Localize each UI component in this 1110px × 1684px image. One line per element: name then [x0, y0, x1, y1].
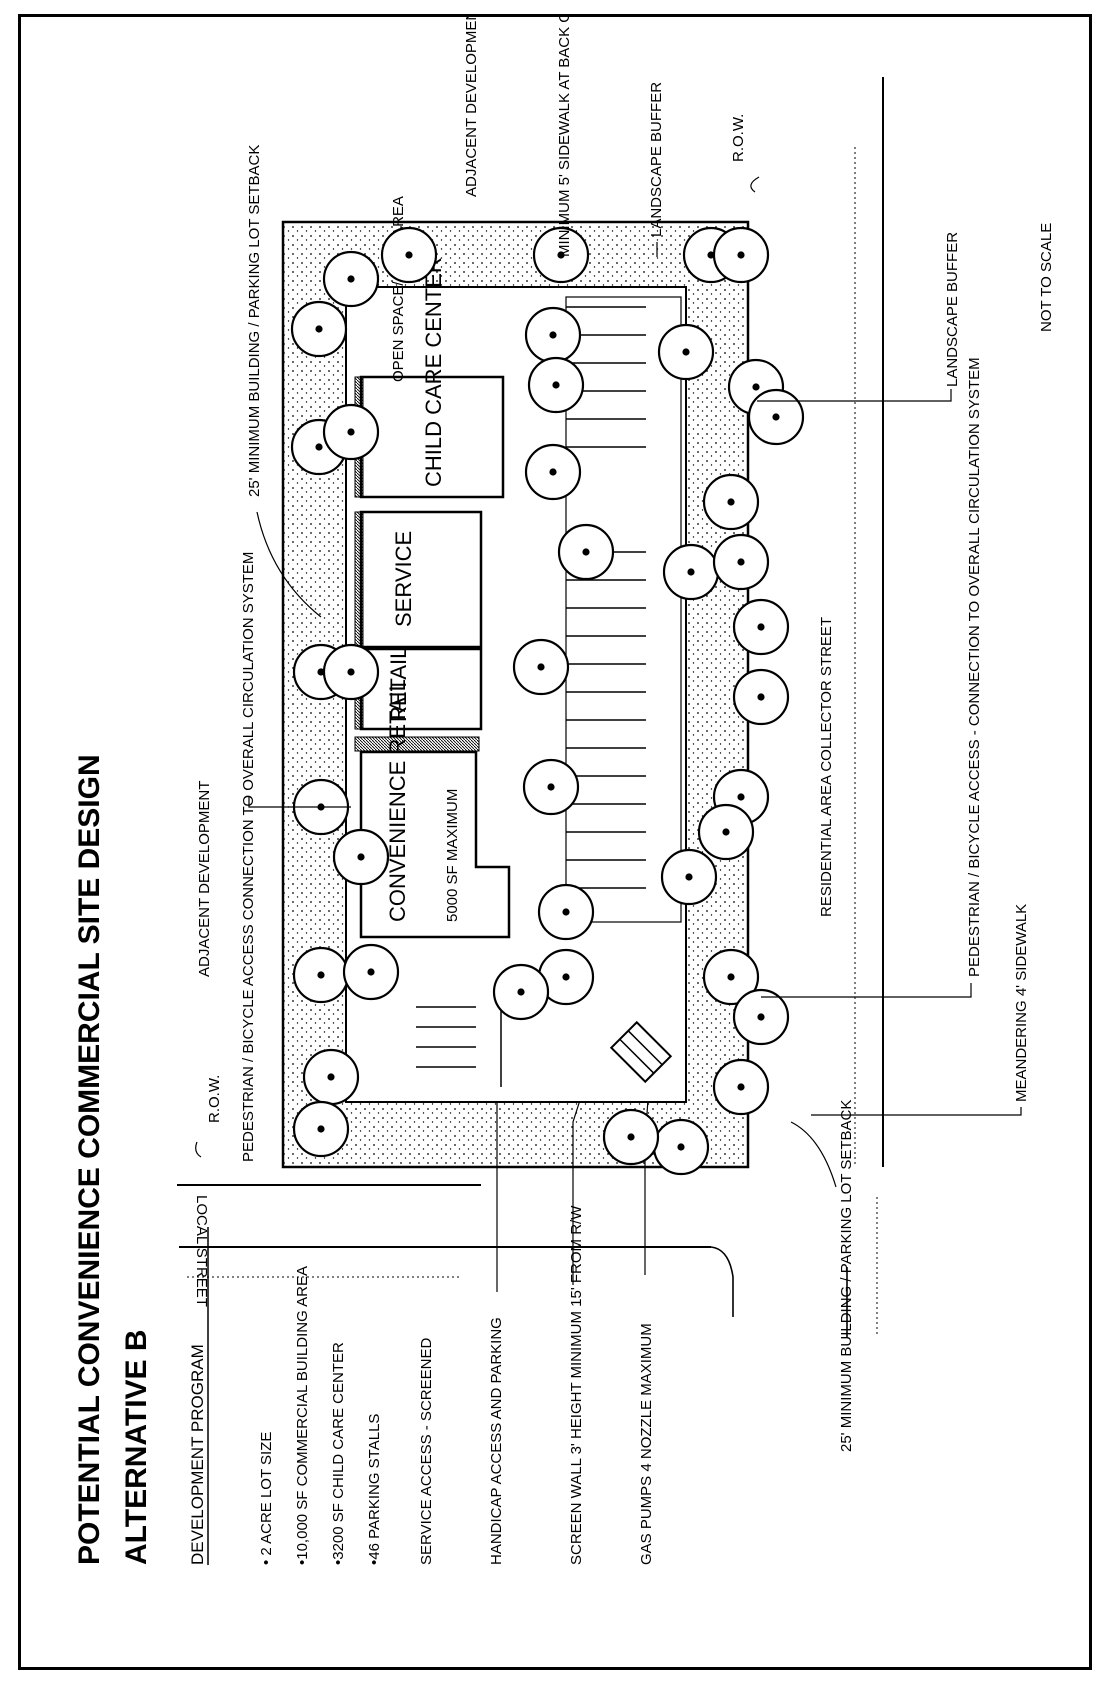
site-plan-drawing: POTENTIAL CONVENIENCE COMMERCIAL SITE DE…	[73, 17, 1055, 1565]
meandering-sidewalk: MEANDERING 4' SIDEWALK	[1013, 904, 1030, 1102]
tree-trunk	[707, 251, 715, 259]
handicap-note: HANDICAP ACCESS AND PARKING	[488, 1317, 505, 1565]
program-heading: DEVELOPMENT PROGRAM	[188, 1344, 207, 1565]
setback-bottom-label: 25' MINIMUM BUILDING / PARKING LOT SETBA…	[838, 1100, 855, 1452]
landscape-trees	[290, 226, 805, 1176]
open-space-area: OPEN SPACE/ PLAY AREA	[390, 196, 407, 382]
tree-trunk	[327, 1073, 335, 1081]
local-street-label: LOCAL STREET	[193, 1195, 210, 1307]
page-subtitle: ALTERNATIVE B	[120, 1329, 153, 1565]
tree-trunk	[562, 973, 570, 981]
collector-street-label: RESIDENTIAL AREA COLLECTOR STREET	[818, 617, 835, 917]
tree-trunk	[315, 325, 323, 333]
tree-trunk	[537, 663, 545, 671]
building-convenience-label: CONVENIENCE RETAIL	[385, 679, 410, 922]
gas-pump-island	[609, 1020, 673, 1084]
tree-trunk	[677, 1143, 685, 1151]
tree-trunk	[562, 908, 570, 916]
program-item-commercial: •10,000 SF COMMERCIAL BUILDING AREA	[294, 1266, 311, 1565]
tree-trunk	[557, 251, 565, 259]
building-child-care-label: CHILD CARE CENTER	[421, 257, 446, 487]
building-service-label: SERVICE	[391, 531, 416, 627]
tree-trunk	[517, 988, 525, 996]
program-item-parking: •46 PARKING STALLS	[366, 1414, 383, 1565]
tree-trunk	[727, 498, 735, 506]
building-retail: RETAIL	[354, 647, 483, 731]
tree-trunk	[315, 443, 323, 451]
program-item-childcare: •3200 SF CHILD CARE CENTER	[330, 1342, 347, 1565]
tree-trunk	[347, 275, 355, 283]
adjacent-development-top: ADJACENT DEVELOPMENT	[463, 17, 480, 197]
tree-trunk	[367, 968, 375, 976]
row-label-right: R.O.W.	[730, 114, 747, 162]
gas-pumps-note: GAS PUMPS 4 NOZZLE MAXIMUM	[638, 1323, 655, 1565]
building-service: SERVICE	[354, 510, 483, 649]
setback-top-label: 25' MINIMUM BUILDING / PARKING LOT SETBA…	[246, 145, 263, 497]
open-space-label: OPEN SPACE/ PLAY AREA	[390, 196, 407, 382]
row-label-left: R.O.W.	[206, 1075, 223, 1123]
not-to-scale-label: NOT TO SCALE	[1038, 223, 1055, 332]
tree-trunk	[582, 548, 590, 556]
tree-trunk	[552, 381, 560, 389]
tree-trunk	[317, 971, 325, 979]
tree-trunk	[357, 853, 365, 861]
sidewalk-back-of-curb: MINIMUM 5' SIDEWALK AT BACK OF CURB	[556, 17, 573, 257]
service-access-note: SERVICE ACCESS - SCREENED	[418, 1338, 435, 1565]
tree-trunk	[737, 1083, 745, 1091]
tree-trunk	[757, 1013, 765, 1021]
page-title: POTENTIAL CONVENIENCE COMMERCIAL SITE DE…	[73, 754, 106, 1565]
tree-trunk	[752, 383, 760, 391]
pedestrian-access-left: PEDESTRIAN / BICYCLE ACCESS CONNECTION T…	[240, 552, 257, 1162]
tree-trunk	[685, 873, 693, 881]
program-item-lot: • 2 ACRE LOT SIZE	[258, 1432, 275, 1565]
screen-wall-note: SCREEN WALL 3' HEIGHT MINIMUM 15' FROM R…	[568, 1205, 585, 1565]
tree-trunk	[687, 568, 695, 576]
tree-trunk	[549, 468, 557, 476]
tree-trunk	[757, 693, 765, 701]
landscape-buffer-right: LANDSCAPE BUFFER	[944, 232, 961, 387]
tree-trunk	[317, 668, 325, 676]
tree-trunk	[549, 331, 557, 339]
tree-trunk	[772, 413, 780, 421]
tree-trunk	[347, 428, 355, 436]
building-convenience-retail: CONVENIENCE RETAIL 5000 SF MAXIMUM	[354, 679, 511, 939]
tree-trunk	[722, 828, 730, 836]
tree-trunk	[682, 348, 690, 356]
tree-trunk	[737, 793, 745, 801]
development-program: DEVELOPMENT PROGRAM	[188, 1227, 209, 1565]
tree-trunk	[737, 558, 745, 566]
tree-trunk	[627, 1133, 635, 1141]
tree-trunk	[737, 251, 745, 259]
tree-trunk	[727, 973, 735, 981]
adjacent-development-left: ADJACENT DEVELOPMENT	[196, 781, 213, 977]
landscape-buffer-top: LANDSCAPE BUFFER	[648, 82, 665, 237]
tree-trunk	[317, 1125, 325, 1133]
tree-trunk	[547, 783, 555, 791]
tree-trunk	[757, 623, 765, 631]
tree-trunk	[405, 251, 413, 259]
drawing-sheet: POTENTIAL CONVENIENCE COMMERCIAL SITE DE…	[18, 14, 1092, 1670]
pedestrian-access-right: PEDESTRIAN / BICYCLE ACCESS - CONNECTION…	[966, 357, 983, 977]
tree-trunk	[347, 668, 355, 676]
building-convenience-max: 5000 SF MAXIMUM	[444, 789, 461, 922]
building-retail-label: RETAIL	[386, 647, 411, 722]
